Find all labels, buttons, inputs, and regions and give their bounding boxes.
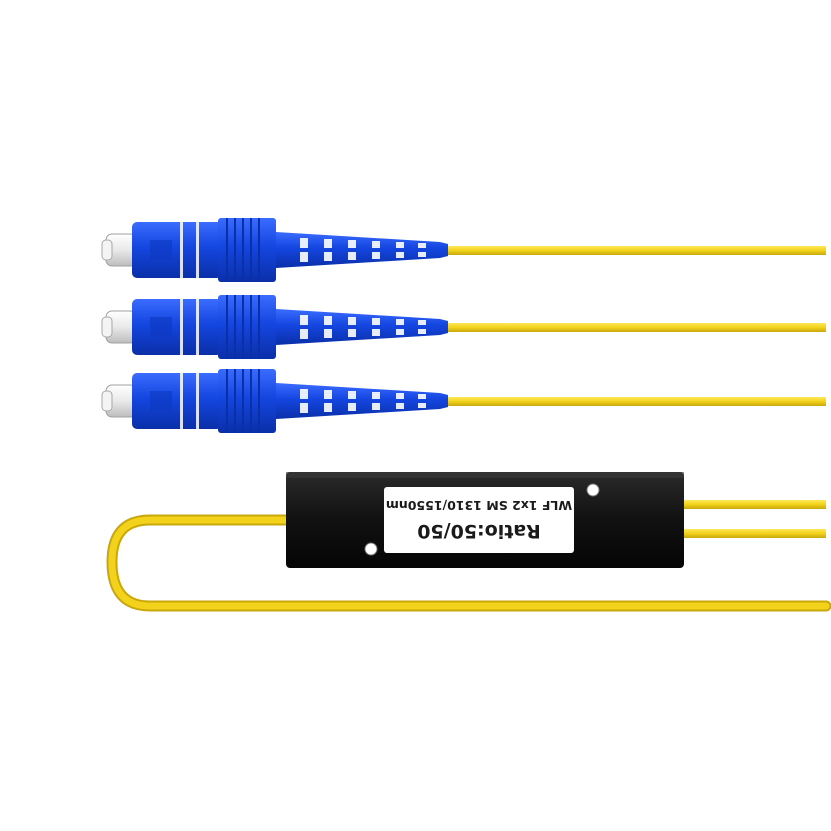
sc-connector-1 — [101, 217, 449, 283]
sc-connector-2 — [101, 294, 449, 360]
splitter-spec-text: WLF 1x2 SM 1310/1550nm — [386, 498, 572, 513]
sc-connector-3 — [101, 368, 449, 434]
output-fiber-1 — [676, 500, 826, 509]
output-fiber-2 — [676, 529, 826, 538]
fiber-cable-3 — [446, 397, 826, 406]
splitter-ratio-text: Ratio:50/50 — [417, 520, 541, 542]
fiber-cable-2 — [446, 323, 826, 332]
mounting-hole-left — [364, 542, 378, 556]
splitter-cables — [106, 500, 831, 612]
fiber-cable-1 — [446, 246, 826, 255]
splitter-body: Ratio:50/50 WLF 1x2 SM 1310/1550nm — [286, 472, 684, 568]
fiber-cables — [446, 246, 826, 406]
splitter-label — [384, 487, 574, 553]
mounting-hole-right — [586, 483, 600, 497]
